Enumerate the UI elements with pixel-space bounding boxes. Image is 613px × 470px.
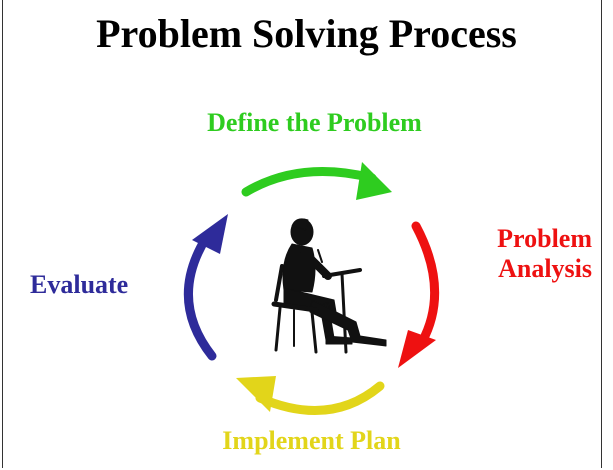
- slide-title: Problem Solving Process: [96, 11, 517, 56]
- arrow-analysis: [398, 221, 440, 368]
- arrow-evaluate: [184, 214, 228, 361]
- step-implement-label: Implement Plan: [222, 426, 401, 455]
- step-evaluate-label: Evaluate: [30, 270, 129, 299]
- step-analysis-label: Problem Analysis: [462, 224, 592, 284]
- arrow-implement: [236, 376, 385, 415]
- step-analysis-line1: Problem: [497, 224, 592, 253]
- arrow-define: [241, 162, 392, 200]
- step-define-label: Define the Problem: [207, 108, 422, 137]
- seated-thinker-icon: [271, 218, 387, 354]
- slide-frame: [2, 0, 602, 468]
- step-analysis-line2: Analysis: [498, 254, 592, 283]
